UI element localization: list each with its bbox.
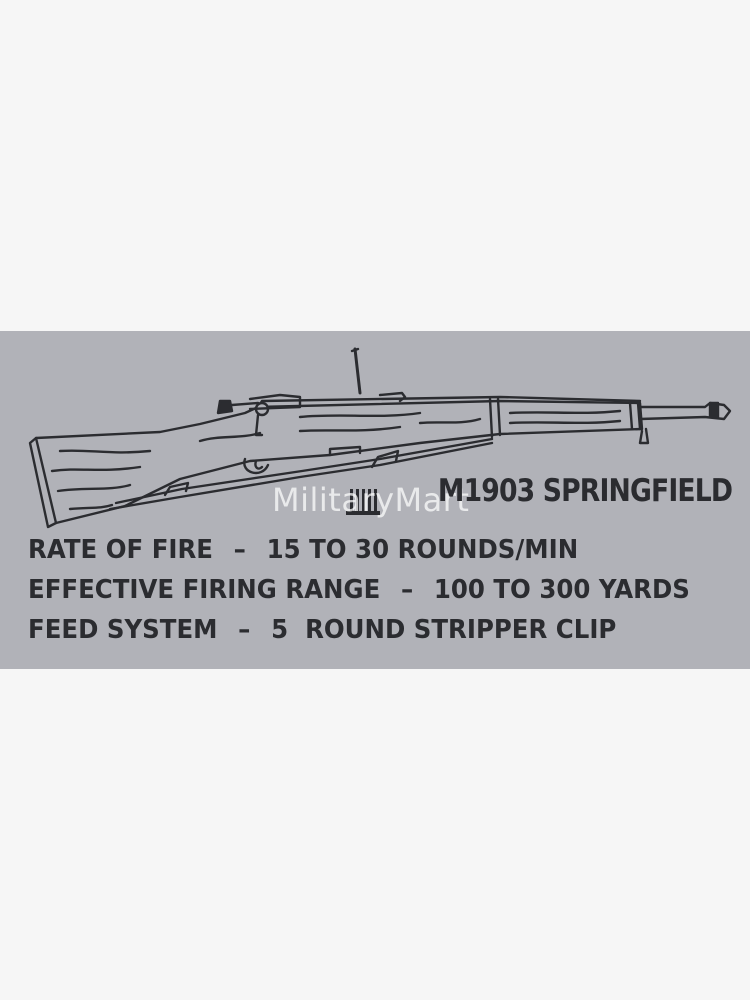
spec-separator: – [238, 615, 251, 645]
rifle-illustration [28, 347, 732, 529]
spec-separator: – [233, 535, 246, 565]
spec-row-feed-system: FEED SYSTEM – 5 ROUND STRIPPER CLIP [28, 615, 692, 655]
spec-label: RATE OF FIRE [28, 535, 214, 565]
spec-value: 15 TO 30 ROUNDS/MIN [266, 535, 579, 565]
spec-row-rate-of-fire: RATE OF FIRE – 15 TO 30 ROUNDS/MIN [28, 535, 692, 575]
watermark-text: MilitaryMart [272, 481, 470, 519]
spec-label: FEED SYSTEM [28, 615, 218, 645]
spec-list: RATE OF FIRE – 15 TO 30 ROUNDS/MIN EFFEC… [28, 535, 734, 655]
product-banner: MilitaryMart M1903 SPRINGFIELD RATE OF F… [0, 331, 750, 669]
design-title: M1903 SPRINGFIELD [437, 473, 733, 509]
spec-row-effective-range: EFFECTIVE FIRING RANGE – 100 TO 300 YARD… [28, 575, 692, 615]
spec-value: 100 TO 300 YARDS [433, 575, 690, 605]
spec-separator: – [400, 575, 414, 605]
spec-label: EFFECTIVE FIRING RANGE [28, 575, 381, 605]
spec-value: 5 ROUND STRIPPER CLIP [271, 615, 617, 645]
